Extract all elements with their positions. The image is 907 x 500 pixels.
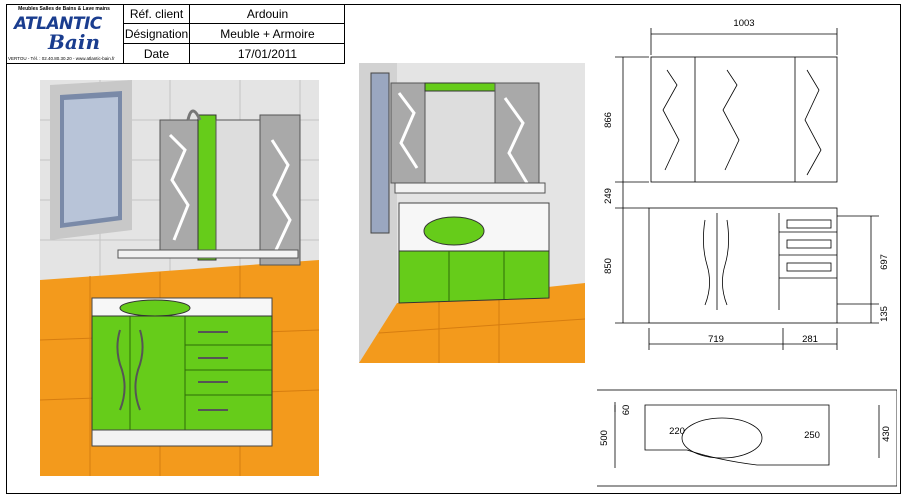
dim-plinth: 135 <box>879 306 890 322</box>
label-designation: Désignation <box>124 24 190 44</box>
logo-brand-top: ATLANTIC <box>14 14 102 34</box>
dim-cabinet-height: 866 <box>603 112 614 128</box>
value-designation: Meuble + Armoire <box>190 24 345 44</box>
dim-vanity-height: 850 <box>603 258 614 274</box>
dim-drawers-height: 697 <box>879 254 890 270</box>
company-logo: Meubles Salles de Bains & Lave mains ATL… <box>6 4 124 64</box>
label-date: Date <box>124 44 190 64</box>
logo-address: VERTOU - Tél. : 02.40.80.30.20 - www.atl… <box>8 56 115 61</box>
value-client-ref: Ardouin <box>190 4 345 24</box>
dim-total-width: 1003 <box>733 18 754 29</box>
title-block <box>6 4 345 64</box>
render-perspective-3d <box>359 63 585 363</box>
dim-depth-left: 500 <box>599 430 610 446</box>
dim-top-depth: 60 <box>621 405 632 416</box>
render-front-3d <box>40 80 319 476</box>
dim-gap: 249 <box>603 188 614 204</box>
dim-sink-left: 220 <box>669 426 685 437</box>
logo-tagline: Meubles Salles de Bains & Lave mains <box>18 6 110 12</box>
drawing-frame <box>6 4 901 494</box>
logo-brand-bottom: Bain <box>48 30 101 54</box>
technical-drawing: 1003 866 249 850 697 135 719 281 60 500 … <box>597 18 897 487</box>
dim-right-width: 281 <box>802 334 818 345</box>
label-client-ref: Réf. client <box>124 4 190 24</box>
dim-left-width: 719 <box>708 334 724 345</box>
dim-sink-right: 250 <box>804 430 820 441</box>
value-date: 17/01/2011 <box>237 47 298 61</box>
dim-depth-right: 430 <box>881 426 892 442</box>
